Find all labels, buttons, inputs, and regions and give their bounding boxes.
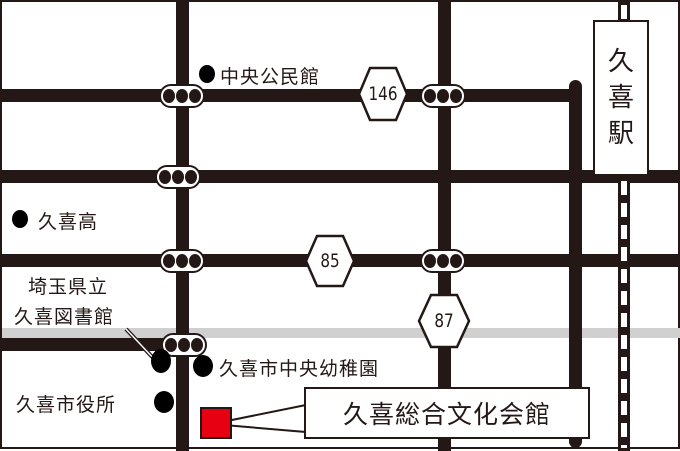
route-number: 146 bbox=[368, 83, 398, 105]
station-char: 久 bbox=[607, 47, 634, 77]
route-number: 85 bbox=[320, 250, 340, 272]
station-kuki: 久 喜 駅 bbox=[593, 20, 649, 176]
road-vertical-3 bbox=[569, 80, 582, 448]
destination-label: 久喜総合文化会館 bbox=[342, 400, 551, 429]
label-kindergarten: 久喜市中央幼稚園 bbox=[219, 358, 380, 380]
traffic-signal-icon bbox=[155, 165, 201, 189]
label-city-hall: 久喜市役所 bbox=[16, 394, 117, 416]
destination-callout: 久喜総合文化会館 bbox=[304, 387, 590, 439]
route-shield-87: 87 bbox=[417, 293, 471, 349]
traffic-signal-icon bbox=[159, 249, 205, 273]
label-library-line1: 埼玉県立 bbox=[28, 276, 109, 298]
traffic-signal-icon bbox=[161, 333, 207, 357]
label-community-center: 中央公民館 bbox=[220, 66, 321, 88]
landmark-dot bbox=[154, 391, 174, 413]
landmark-dot bbox=[193, 355, 213, 377]
station-char: 喜 bbox=[607, 83, 634, 113]
landmark-dot bbox=[151, 349, 171, 373]
label-high-school: 久喜高 bbox=[38, 211, 99, 233]
traffic-signal-icon bbox=[159, 84, 205, 108]
traffic-signal-icon bbox=[420, 84, 466, 108]
landmark-dot bbox=[199, 65, 215, 83]
route-shield-146: 146 bbox=[357, 66, 409, 122]
gray-band bbox=[2, 328, 680, 338]
destination-marker[interactable] bbox=[200, 407, 232, 439]
traffic-signal-icon bbox=[420, 249, 466, 273]
label-library-line2: 久喜図書館 bbox=[14, 306, 115, 328]
route-shield-85: 85 bbox=[304, 234, 356, 288]
station-char: 駅 bbox=[607, 119, 634, 149]
landmark-dot bbox=[12, 210, 28, 228]
route-number: 87 bbox=[434, 310, 454, 332]
